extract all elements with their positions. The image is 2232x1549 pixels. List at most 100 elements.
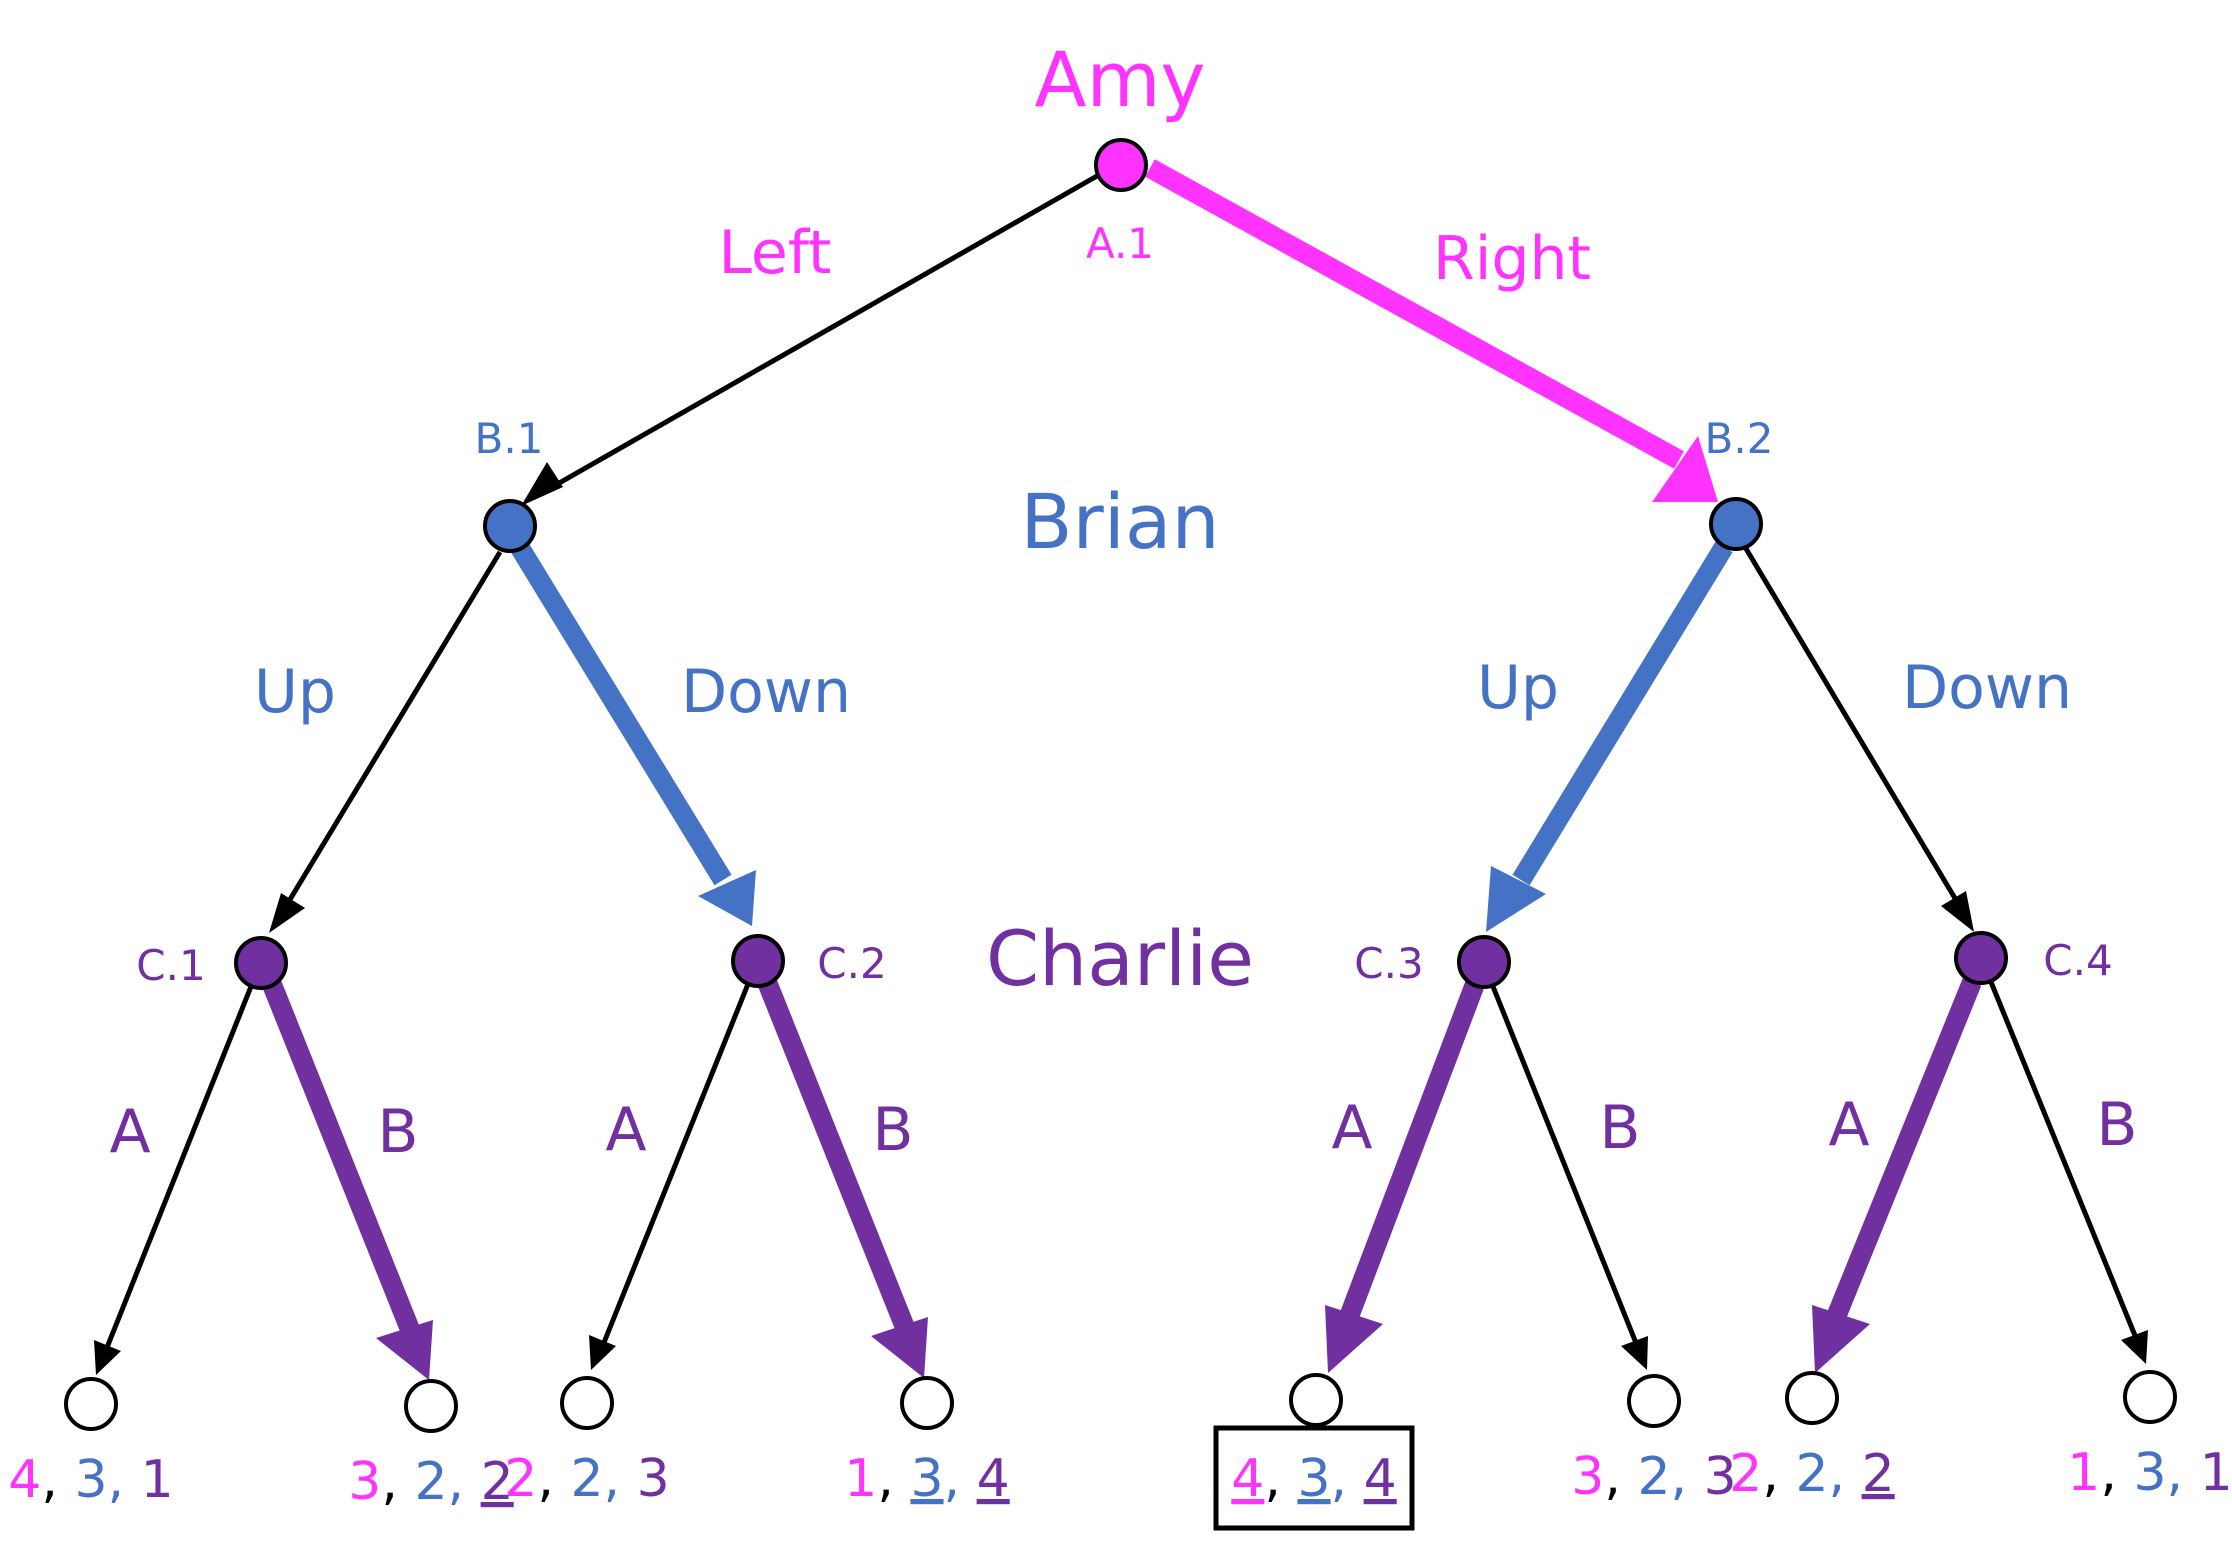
edge-c3-b bbox=[1489, 983, 1648, 1370]
payoff-brian: 3 bbox=[2133, 1443, 2166, 1503]
leaf-node-5 bbox=[1289, 1373, 1343, 1427]
edge-c4-a bbox=[1812, 978, 1982, 1373]
edge-b2-up bbox=[1486, 541, 1733, 932]
edge-c2-a bbox=[589, 983, 751, 1370]
payoff-separator: , bbox=[604, 1449, 637, 1509]
payoff-separator: , bbox=[877, 1449, 910, 1509]
leaf-node-1 bbox=[64, 1377, 118, 1431]
node-c4 bbox=[1954, 931, 2008, 985]
player-label-charlie: Charlie bbox=[986, 914, 1254, 1003]
move-label-c3-a: A bbox=[1331, 1093, 1372, 1163]
node-c1 bbox=[234, 936, 288, 990]
payoff-charlie: 4 bbox=[977, 1449, 1010, 1509]
payoff-charlie: 2 bbox=[1862, 1444, 1895, 1504]
move-label-b2-up: Up bbox=[1477, 653, 1559, 723]
payoff-label-3: 2, 2, 3 bbox=[504, 1449, 669, 1509]
edge-b1-down bbox=[511, 542, 756, 926]
payoff-amy: 1 bbox=[844, 1449, 877, 1509]
player-label-brian: Brian bbox=[1020, 477, 1219, 566]
move-label-c3-b: B bbox=[1599, 1093, 1640, 1163]
edge-left bbox=[521, 161, 1120, 506]
payoff-separator: , bbox=[381, 1452, 414, 1512]
node-label-c1: C.1 bbox=[136, 941, 205, 990]
payoff-amy: 4 bbox=[8, 1450, 41, 1510]
payoff-separator: , bbox=[1829, 1444, 1862, 1504]
edge-right bbox=[1145, 159, 1718, 502]
move-label-c1-a: A bbox=[109, 1097, 150, 1167]
node-label-c2: C.2 bbox=[817, 939, 886, 988]
leaf-node-2 bbox=[404, 1379, 458, 1433]
node-label-b1: B.1 bbox=[475, 414, 544, 463]
edge-b1-up bbox=[269, 550, 503, 933]
node-a1 bbox=[1094, 138, 1148, 192]
player-label-amy: Amy bbox=[1035, 35, 1206, 124]
payoff-separator: , bbox=[537, 1449, 570, 1509]
payoff-separator: , bbox=[944, 1449, 977, 1509]
move-label-b1-down: Down bbox=[681, 657, 851, 727]
payoff-amy: 3 bbox=[348, 1452, 381, 1512]
payoff-label-4: 1, 3, 4 bbox=[844, 1449, 1009, 1509]
payoff-label-5: 4, 3, 4 bbox=[1231, 1449, 1396, 1509]
move-label-left: Left bbox=[719, 218, 832, 288]
edge-c1-b bbox=[261, 978, 433, 1380]
leaf-node-3 bbox=[560, 1376, 614, 1430]
payoff-charlie: 2 bbox=[481, 1452, 514, 1512]
payoff-charlie: 4 bbox=[1364, 1449, 1397, 1509]
payoff-label-7: 2, 2, 2 bbox=[1729, 1444, 1894, 1504]
payoff-label-6: 3, 2, 3 bbox=[1571, 1447, 1736, 1507]
payoff-amy: 2 bbox=[1729, 1444, 1762, 1504]
payoff-charlie: 3 bbox=[1704, 1447, 1737, 1507]
payoff-label-2: 3, 2, 2 bbox=[348, 1452, 513, 1512]
leaf-node-6 bbox=[1627, 1374, 1681, 1428]
payoff-brian: 3 bbox=[1297, 1449, 1330, 1509]
node-label-c4: C.4 bbox=[2043, 936, 2112, 985]
move-label-c2-b: B bbox=[872, 1095, 913, 1165]
payoff-separator: , bbox=[41, 1450, 74, 1510]
equilibrium-box bbox=[1213, 1425, 1415, 1531]
payoff-label-8: 1, 3, 1 bbox=[2067, 1443, 2232, 1503]
payoff-separator: , bbox=[108, 1450, 141, 1510]
node-c3 bbox=[1457, 935, 1511, 989]
node-b1 bbox=[483, 499, 537, 553]
payoff-separator: , bbox=[1604, 1447, 1637, 1507]
node-label-c3: C.3 bbox=[1354, 939, 1423, 988]
payoff-separator: , bbox=[2167, 1443, 2200, 1503]
edge-c1-a bbox=[94, 983, 255, 1375]
node-b2 bbox=[1709, 497, 1763, 551]
node-label-a1: A.1 bbox=[1086, 219, 1154, 268]
node-c2 bbox=[731, 934, 785, 988]
payoff-brian: 3 bbox=[74, 1450, 107, 1510]
payoff-brian: 2 bbox=[1795, 1444, 1828, 1504]
payoff-charlie: 3 bbox=[637, 1449, 670, 1509]
move-label-c4-b: B bbox=[2096, 1090, 2137, 1160]
payoff-separator: , bbox=[1671, 1447, 1704, 1507]
payoff-brian: 3 bbox=[910, 1449, 943, 1509]
move-label-right: Right bbox=[1433, 224, 1591, 294]
move-label-b1-up: Up bbox=[254, 657, 336, 727]
payoff-amy: 4 bbox=[1231, 1449, 1264, 1509]
edge-c3-a bbox=[1325, 980, 1485, 1373]
leaf-node-4 bbox=[900, 1376, 954, 1430]
edge-c4-b bbox=[1988, 981, 2148, 1364]
payoff-brian: 2 bbox=[1637, 1447, 1670, 1507]
payoff-separator: , bbox=[2100, 1443, 2133, 1503]
payoff-separator: , bbox=[448, 1452, 481, 1512]
move-label-c4-a: A bbox=[1828, 1090, 1869, 1160]
leaf-node-8 bbox=[2123, 1370, 2177, 1424]
payoff-amy: 2 bbox=[504, 1449, 537, 1509]
move-label-c2-a: A bbox=[605, 1095, 646, 1165]
payoff-amy: 1 bbox=[2067, 1443, 2100, 1503]
leaf-node-7 bbox=[1785, 1371, 1839, 1425]
payoff-amy: 3 bbox=[1571, 1447, 1604, 1507]
payoff-charlie: 1 bbox=[2200, 1443, 2232, 1503]
move-label-c1-b: B bbox=[377, 1097, 418, 1167]
payoff-brian: 2 bbox=[414, 1452, 447, 1512]
payoff-charlie: 1 bbox=[141, 1450, 174, 1510]
node-label-b2: B.2 bbox=[1705, 414, 1774, 463]
payoff-label-1: 4, 3, 1 bbox=[8, 1450, 173, 1510]
payoff-separator: , bbox=[1762, 1444, 1795, 1504]
move-label-b2-down: Down bbox=[1902, 653, 2072, 723]
